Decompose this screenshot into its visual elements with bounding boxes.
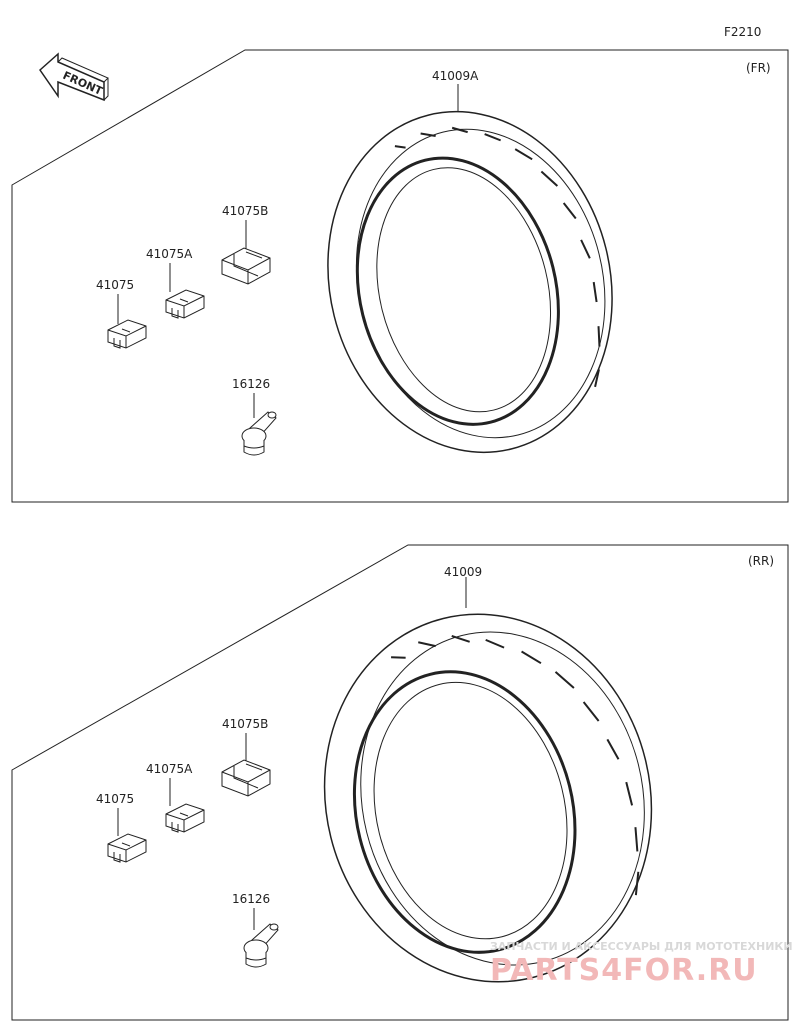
part-label-41075B: 41075B (222, 204, 268, 218)
part-label-41075: 41075 (96, 278, 134, 292)
part-label-41075B-rear: 41075B (222, 717, 268, 731)
section-label-rear: (RR) (748, 554, 774, 568)
valve-16126-rear (243, 923, 279, 968)
part-label-16126-rear: 16126 (232, 892, 270, 906)
watermark: ЗАПЧАСТИ И АКСЕССУАРЫ ДЛЯ МОТОТЕХНИКИ PA… (490, 940, 793, 988)
part-label-16126: 16126 (232, 377, 270, 391)
panel-rear: (RR) 41009 41075B 41075A 41075 16126 (11, 544, 789, 1021)
valve-16126 (241, 411, 277, 456)
panel-front-frame (11, 49, 789, 503)
section-label-front: (FR) (746, 61, 771, 75)
part-label-41075A-rear: 41075A (146, 762, 193, 776)
wheel-weight-41075B-rear (221, 759, 271, 797)
part-label-41075-rear: 41075 (96, 792, 134, 806)
front-arrow-icon: FRONT (39, 52, 109, 102)
watermark-tagline: ЗАПЧАСТИ И АКСЕССУАРЫ ДЛЯ МОТОТЕХНИКИ (490, 940, 793, 953)
part-label-41009: 41009 (444, 565, 482, 579)
panel-rear-frame (11, 544, 789, 1021)
tire-rear (323, 613, 653, 983)
part-label-41075A: 41075A (146, 247, 193, 261)
balance-clip-41075 (107, 319, 147, 349)
wheel-weight-41075B (221, 247, 271, 285)
panel-front: (FR) 41009A 41075B 41075A 41075 16126 (11, 49, 789, 503)
part-label-41009A: 41009A (432, 69, 479, 83)
balance-clip-41075-rear (107, 833, 147, 863)
watermark-brand: PARTS4FOR.RU (490, 953, 758, 988)
figure-code: F2210 (724, 25, 761, 39)
tire-front (327, 110, 613, 454)
balance-clip-41075A-rear (165, 803, 205, 833)
balance-clip-41075A (165, 289, 205, 319)
